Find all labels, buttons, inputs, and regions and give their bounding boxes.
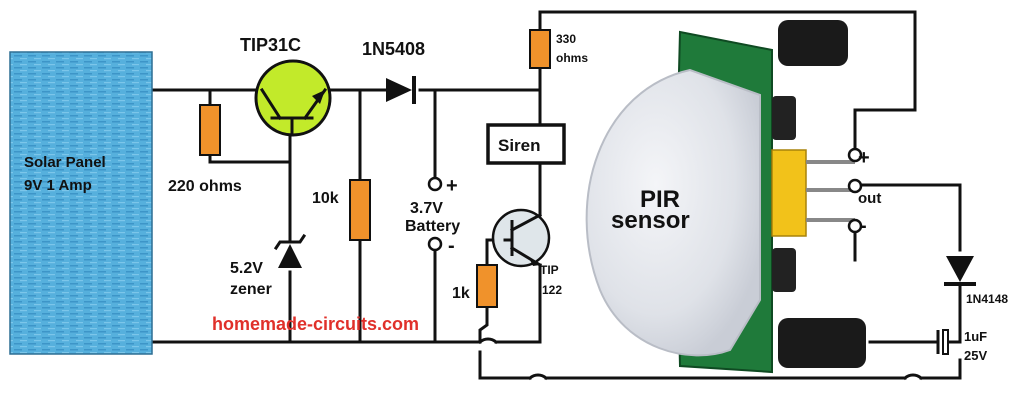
diode-1n5408: 1N5408 xyxy=(362,39,425,104)
solar-panel: Solar Panel 9V 1 Amp xyxy=(9,51,153,355)
resistor-330-label: 330 xyxy=(556,32,576,46)
resistor-220-ohms: 220 ohms xyxy=(168,104,242,195)
tip122-label-line1: TIP xyxy=(540,263,559,277)
resistor-1k-label: 1k xyxy=(452,285,470,302)
siren-label: Siren xyxy=(498,136,541,155)
zener-diode: 5.2V zener xyxy=(230,233,307,298)
capacitor-value-label: 1uF xyxy=(964,329,987,344)
pir-label-line2: sensor xyxy=(611,207,690,234)
solar-panel-line2: 9V 1 Amp xyxy=(24,177,92,194)
watermark: homemade-circuits.com xyxy=(212,314,419,334)
battery-plus-label: + xyxy=(446,175,458,197)
pir-sensor-module: PIR sensor xyxy=(585,20,866,374)
pir-dome xyxy=(585,68,761,357)
capacitor-voltage-label: 25V xyxy=(964,348,987,363)
battery-minus-label: - xyxy=(448,235,455,257)
pir-label-line1: PIR xyxy=(640,186,680,213)
pir-pot-lower xyxy=(772,248,796,292)
resistor-330-unit: ohms xyxy=(556,51,588,65)
capacitor-1uf: 1uF 25V xyxy=(936,329,987,363)
resistor-220-label: 220 ohms xyxy=(168,178,242,195)
diode-1n4148-label: 1N4148 xyxy=(966,292,1008,306)
battery-3-7v: + - 3.7V Battery xyxy=(405,175,460,257)
diode-1n4148: 1N4148 xyxy=(944,256,1008,306)
transistor-tip31c: TIP31C xyxy=(240,35,332,137)
battery-voltage-label: 3.7V xyxy=(410,200,443,217)
pir-pot-upper xyxy=(772,96,796,140)
resistor-1k: 1k xyxy=(452,264,498,308)
resistor-10k-label: 10k xyxy=(312,190,339,207)
tip122-label-line2: 122 xyxy=(542,283,562,297)
transistor-tip122: TIP 122 xyxy=(491,208,562,297)
pir-pin-plus: + xyxy=(858,147,870,169)
zener-word-label: zener xyxy=(230,281,272,298)
siren: Siren xyxy=(486,123,566,165)
pir-pin-minus: - xyxy=(860,215,867,237)
tip31c-label: TIP31C xyxy=(240,35,301,55)
diode-1n5408-label: 1N5408 xyxy=(362,39,425,59)
zener-value-label: 5.2V xyxy=(230,260,263,277)
pir-pins: + out - xyxy=(847,147,881,237)
battery-word-label: Battery xyxy=(405,218,460,235)
resistor-10k: 10k xyxy=(312,179,371,241)
pir-pin-out: out xyxy=(858,190,881,207)
solar-panel-line1: Solar Panel xyxy=(24,154,106,171)
pir-bottom-post xyxy=(778,318,866,368)
pir-top-post xyxy=(778,20,848,66)
pir-header xyxy=(771,149,807,237)
resistor-330-ohms: 330 ohms xyxy=(529,29,588,69)
wires xyxy=(150,10,962,381)
